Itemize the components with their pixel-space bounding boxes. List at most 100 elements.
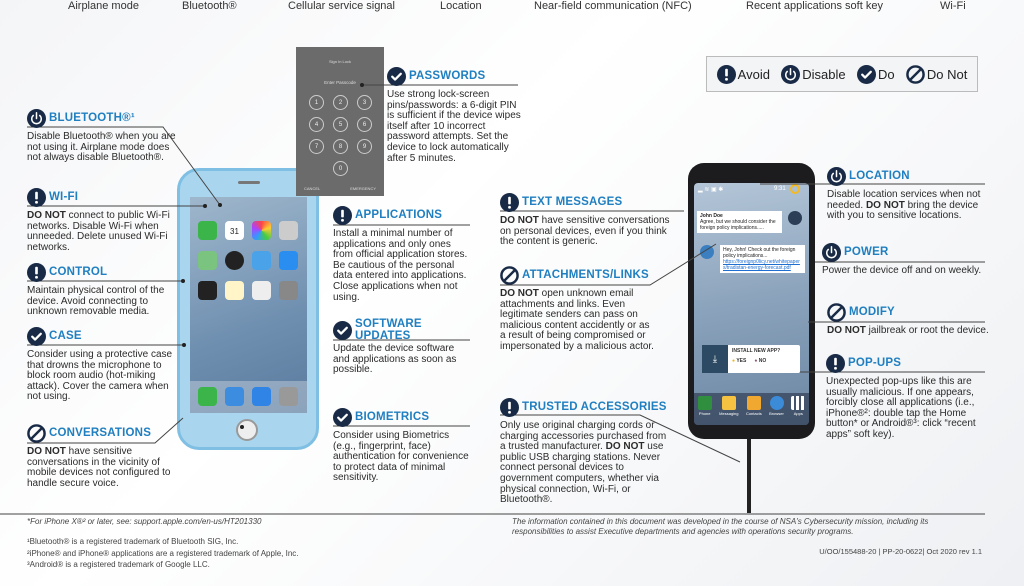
section-title: CONVERSATIONS	[49, 427, 152, 439]
legend-recent-apps: Recent applications soft key	[746, 0, 883, 12]
section-title: CONTROL	[49, 266, 108, 278]
section-title: SOFTWARE UPDATES	[355, 318, 422, 342]
section-header: POP-UPS	[826, 353, 991, 373]
section-body: DO NOT have sensitive conversations in t…	[27, 446, 177, 489]
keypad-key[interactable]: 4	[309, 117, 324, 132]
section-passwords: PASSWORDS Use strong lock-screen pins/pas…	[387, 66, 522, 164]
section-body: Maintain physical control of the device.…	[27, 285, 179, 318]
download-icon: ⤓	[702, 345, 728, 373]
keypad-key[interactable]: 3	[357, 95, 372, 110]
notes-app-icon	[225, 281, 244, 300]
keypad-key[interactable]: 9	[357, 139, 372, 154]
section-title: PASSWORDS	[409, 70, 486, 82]
cancel-label: CANCEL	[304, 186, 321, 191]
emphasis-text: DO NOT	[865, 199, 905, 211]
mail-app-icon	[252, 387, 271, 406]
dock-phone: Phone	[697, 396, 712, 425]
checkmark-icon	[27, 326, 46, 346]
power-icon	[27, 108, 46, 128]
section-title: MODIFY	[849, 306, 895, 318]
dock-label: Contacts	[745, 411, 762, 416]
legend-location: Location	[440, 0, 482, 12]
legend-wifi: Wi-Fi	[940, 0, 966, 12]
dock-label: Browser	[769, 411, 784, 416]
popup-no-button[interactable]: ● NO	[754, 358, 767, 364]
section-title: BIOMETRICS	[355, 411, 430, 423]
section-case: CASE Consider using a protective case tha…	[27, 326, 177, 403]
emphasis-text: DO NOT	[605, 441, 645, 453]
android-dock: Phone Messaging Contacts Browser Apps	[694, 393, 809, 425]
section-header: CASE	[27, 326, 177, 346]
android-screen: ▂ ≋ ▣ ✱ 9:31 John Doe Agree, but we shou…	[694, 183, 809, 425]
calendar-app-icon: 31	[225, 221, 244, 240]
section-body: DO NOT jailbreak or root the device.	[827, 325, 997, 337]
body-text: Power the device off and on weekly.	[822, 265, 982, 276]
section-title: CASE	[49, 330, 82, 342]
status-time: 9:31	[774, 186, 786, 192]
section-header: MODIFY	[827, 302, 997, 322]
body-text: bring the device with you to sensitive l…	[827, 199, 979, 222]
keypad-key[interactable]: 1	[309, 95, 324, 110]
footnote-iphone-x: *For iPhone X®² or later, see: support.a…	[27, 517, 261, 526]
keypad-key[interactable]: 8	[333, 139, 348, 154]
message-sender: John Doe	[700, 213, 723, 219]
dock-contacts: Contacts	[746, 396, 762, 425]
exclamation-icon	[826, 353, 845, 373]
section-header: WI-FI	[27, 187, 177, 207]
section-header: LOCATION	[827, 166, 992, 186]
exclamation-icon	[27, 187, 46, 207]
message-bubble-phishing: Hey, John! Check out the foreign policy …	[720, 245, 805, 273]
dock-browser: Browser	[769, 396, 784, 425]
trademark-bluetooth: ¹Bluetooth® is a registered trademark of…	[27, 537, 239, 546]
body-text: Maintain physical control of the device.…	[27, 285, 165, 318]
message-text: Agree, but we should consider the foreig…	[700, 219, 776, 231]
section-location: LOCATION Disable location services when n…	[827, 166, 992, 222]
keypad-key[interactable]: 5	[333, 117, 348, 132]
section-body: DO NOT have sensitive conversations on p…	[500, 215, 675, 248]
body-text: Use strong lock-screen pins/passwords: a…	[387, 89, 521, 164]
status-icons: ▂ ≋ ▣ ✱	[698, 187, 724, 193]
power-icon	[822, 242, 841, 262]
key-label: Do Not	[926, 66, 968, 82]
keypad-key[interactable]: 2	[333, 95, 348, 110]
checkmark-icon	[333, 320, 352, 340]
emphasis-text: DO NOT	[500, 215, 539, 226]
exclamation-icon	[27, 262, 46, 282]
clock-app-icon	[225, 251, 244, 270]
section-body: Disable location services when not neede…	[827, 189, 992, 222]
avoid-icon	[716, 64, 736, 84]
emphasis-text: DO NOT	[27, 210, 66, 221]
section-header: BLUETOOTH®¹	[27, 108, 177, 128]
dock-messaging: Messaging	[719, 396, 739, 425]
keypad-key[interactable]: 0	[333, 161, 348, 176]
dock-apps: Apps	[791, 396, 806, 425]
legend-bluetooth: Bluetooth®	[182, 0, 237, 12]
charging-cable	[747, 439, 751, 513]
keypad-key[interactable]: 7	[309, 139, 324, 154]
disclaimer-text: The information contained in this docume…	[512, 517, 929, 536]
section-control: CONTROL Maintain physical control of the …	[27, 262, 179, 318]
section-body: Only use original charging cords or char…	[500, 420, 670, 506]
section-body: Consider using a protective case that dr…	[27, 349, 177, 403]
iphone-screen: 31	[190, 197, 307, 413]
key-label: Disable	[802, 66, 846, 82]
key-do: Do	[856, 64, 895, 84]
speaker-grille	[238, 181, 260, 184]
section-body: Power the device off and on weekly.	[822, 265, 992, 277]
malicious-link[interactable]: https://foreignp0licy.net/whitepapers/tr…	[723, 259, 800, 271]
section-header: BIOMETRICS	[333, 407, 473, 427]
section-header: SOFTWARE UPDATES	[333, 318, 468, 342]
location-icon	[790, 184, 800, 194]
section-body: Unexpected pop-ups like this are usually…	[826, 376, 991, 441]
keypad-key[interactable]: 6	[357, 117, 372, 132]
lock-title: Sign In Lock	[328, 59, 351, 64]
key-disable: Disable	[781, 64, 846, 84]
prohibited-icon	[906, 64, 925, 84]
body-text: have sensitive conversations on personal…	[500, 215, 670, 248]
popup-yes-button[interactable]: ● YES	[732, 358, 747, 364]
section-header: APPLICATIONS	[333, 205, 468, 225]
